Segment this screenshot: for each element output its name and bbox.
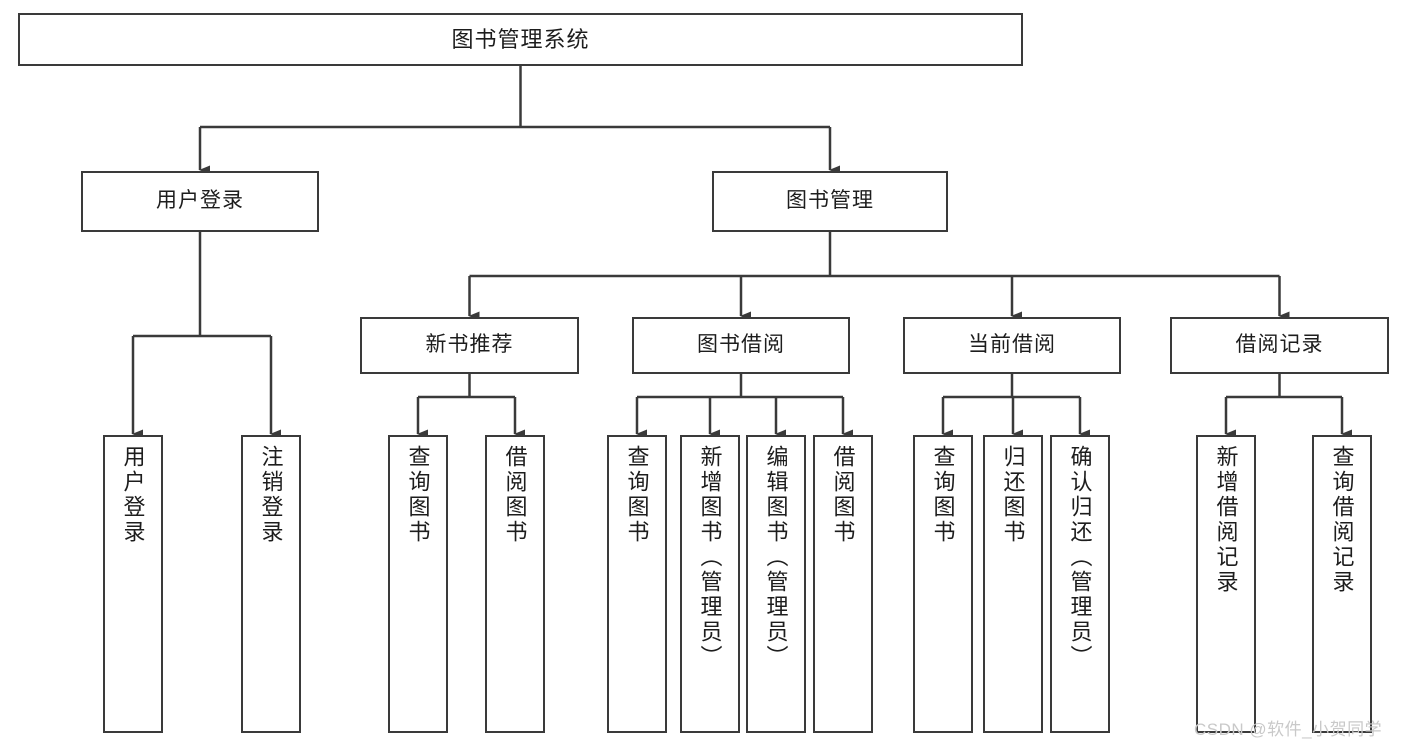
node-label: 借阅图书 — [830, 445, 856, 545]
node-leaf-rec-1[interactable]: 新增借阅记录 — [1196, 435, 1256, 733]
node-leaf-cur-2[interactable]: 归还图书 — [983, 435, 1043, 733]
node-records[interactable]: 借阅记录 — [1170, 317, 1389, 374]
node-leaf-cur-3[interactable]: 确认归还（管理员） — [1050, 435, 1110, 733]
node-label: 用户登录 — [120, 445, 146, 545]
node-label: 查询图书 — [624, 445, 650, 545]
watermark: CSDN @软件_小贺同学 — [1194, 720, 1383, 739]
node-label: 编辑图书（管理员） — [763, 445, 789, 670]
node-label: 查询借阅记录 — [1329, 445, 1355, 595]
node-leaf-new-2[interactable]: 借阅图书 — [485, 435, 545, 733]
node-newbook[interactable]: 新书推荐 — [360, 317, 579, 374]
node-label: 注销登录 — [258, 445, 284, 545]
node-leaf-cur-1[interactable]: 查询图书 — [913, 435, 973, 733]
node-root[interactable]: 图书管理系统 — [18, 13, 1023, 66]
node-leaf-bor-3[interactable]: 编辑图书（管理员） — [746, 435, 806, 733]
node-leaf-bor-2[interactable]: 新增图书（管理员） — [680, 435, 740, 733]
node-label: 查询图书 — [930, 445, 956, 545]
node-leaf-new-1[interactable]: 查询图书 — [388, 435, 448, 733]
node-label: 新书推荐 — [425, 333, 514, 357]
node-label: 用户登录 — [156, 189, 244, 213]
node-leaf-bor-1[interactable]: 查询图书 — [607, 435, 667, 733]
node-leaf-login-2[interactable]: 注销登录 — [241, 435, 301, 733]
node-label: 确认归还（管理员） — [1067, 445, 1093, 670]
node-leaf-rec-2[interactable]: 查询借阅记录 — [1312, 435, 1372, 733]
node-label: 当前借阅 — [968, 333, 1056, 357]
node-label: 查询图书 — [405, 445, 431, 545]
node-current[interactable]: 当前借阅 — [903, 317, 1121, 374]
node-bookmgmt[interactable]: 图书管理 — [712, 171, 948, 232]
node-label: 归还图书 — [1000, 445, 1026, 545]
node-label: 新增图书（管理员） — [697, 445, 723, 670]
node-leaf-bor-4[interactable]: 借阅图书 — [813, 435, 873, 733]
node-label: 图书管理系统 — [451, 26, 590, 52]
node-label: 借阅图书 — [502, 445, 528, 545]
node-login[interactable]: 用户登录 — [81, 171, 319, 232]
node-label: 借阅记录 — [1235, 333, 1324, 357]
node-leaf-login-1[interactable]: 用户登录 — [103, 435, 163, 733]
node-label: 新增借阅记录 — [1213, 445, 1239, 595]
node-label: 图书借阅 — [697, 333, 785, 357]
node-borrow[interactable]: 图书借阅 — [632, 317, 850, 374]
node-label: 图书管理 — [786, 189, 874, 213]
